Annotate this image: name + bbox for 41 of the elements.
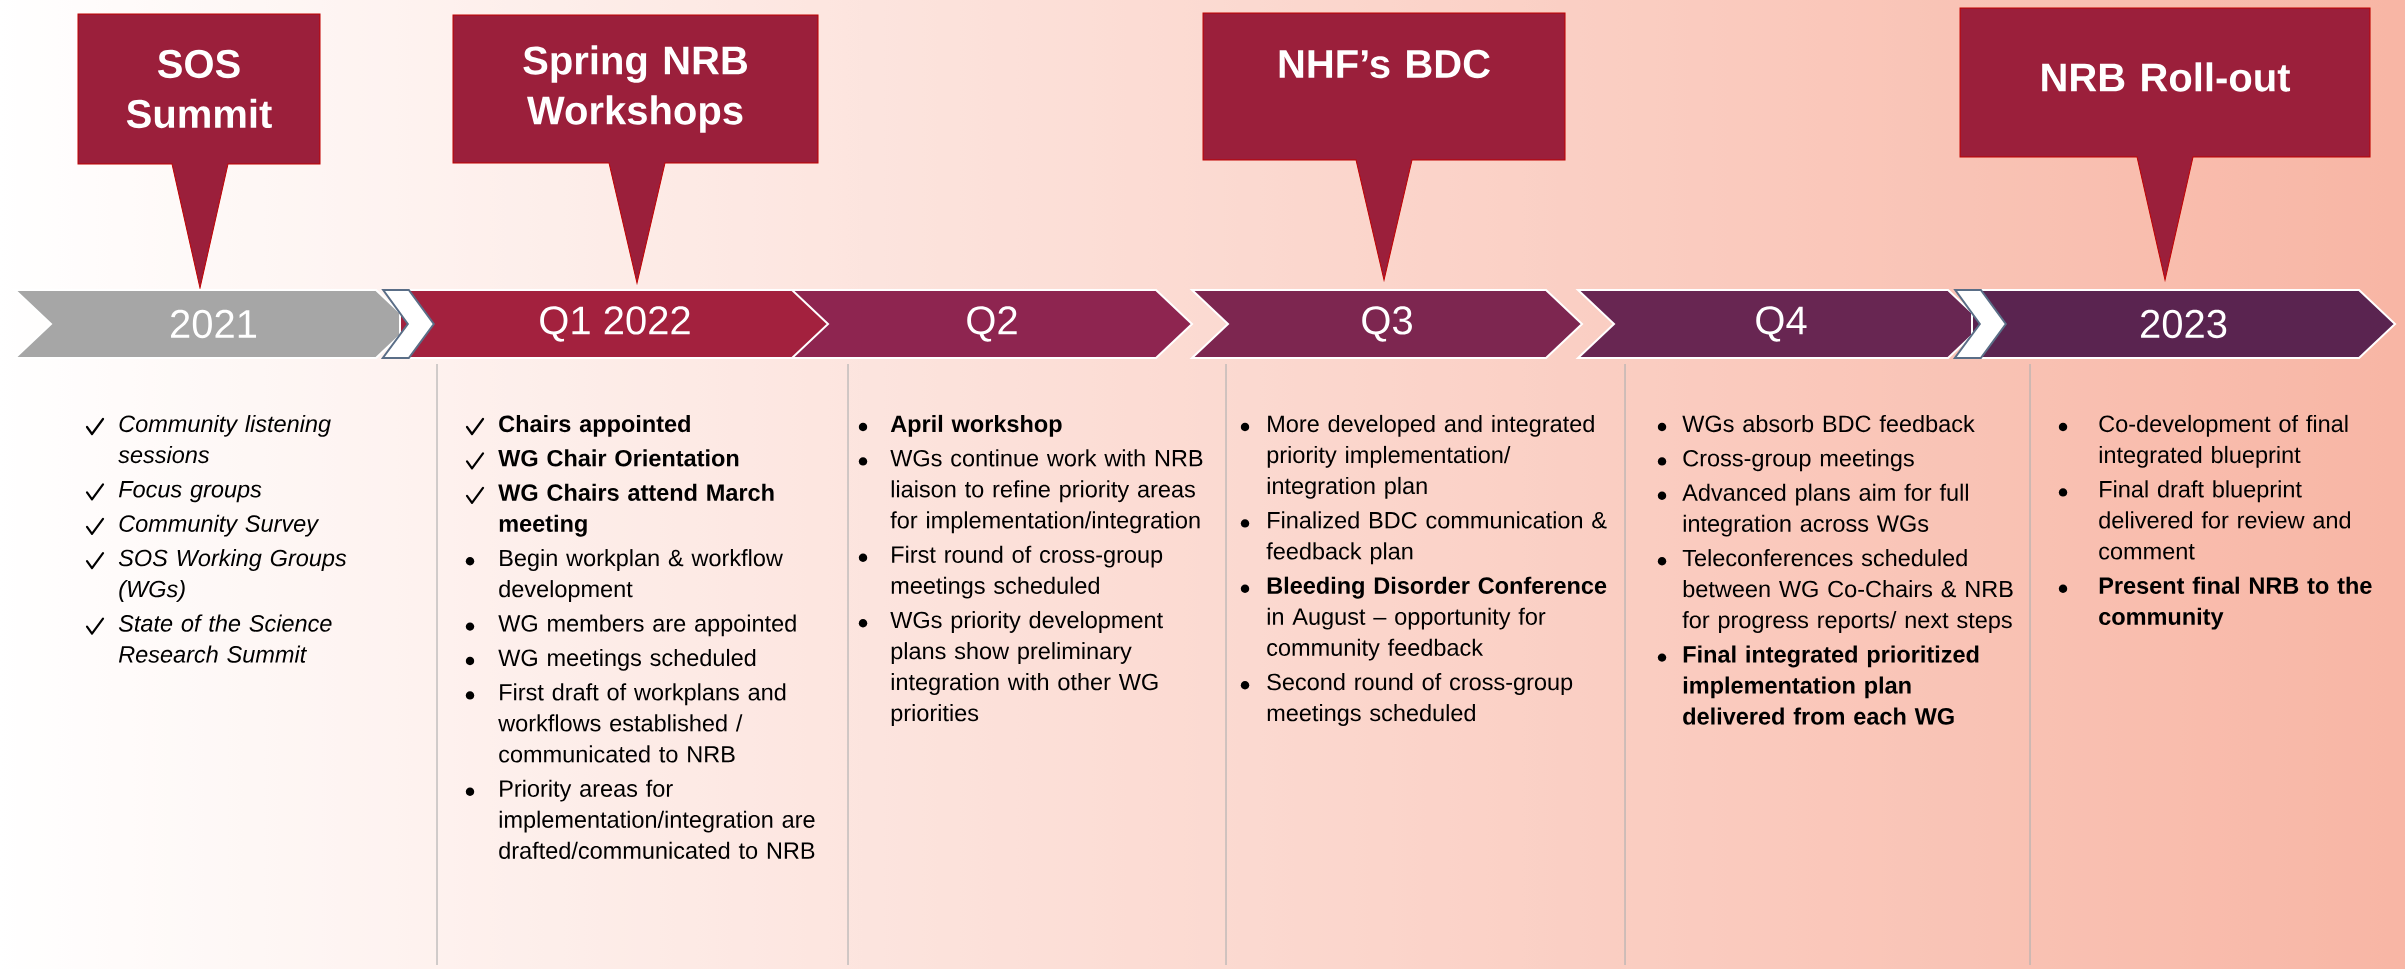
list-item: More developed and integrated priority implementation/ integration plan <box>1267 414 1594 499</box>
callout: SOS Summit <box>77 13 321 289</box>
list-item: WG Chairs attend March meeting <box>498 483 774 537</box>
separator-chevron <box>1952 289 2008 359</box>
list-item: Cross-group meetings <box>1683 449 1914 472</box>
callout: NHF’s BDC <box>1202 12 1566 281</box>
period-band: Q2 <box>789 289 1194 359</box>
list-item: WGs priority development plans show preliminary integration with other WG priorities <box>890 611 1163 726</box>
list-item: Advanced plans aim for full integration across WGs <box>1682 483 1968 537</box>
list-item: Community Survey <box>119 514 320 537</box>
list-item: State of the Science Research Summit <box>118 614 332 663</box>
list-item: Second round of cross-group meetings scheduled <box>1267 673 1573 726</box>
list-item: WGs absorb BDC feedback <box>1682 414 1975 433</box>
callout: NRB Roll-out <box>1959 7 2371 281</box>
list-item: WG meetings scheduled <box>498 648 756 671</box>
period-band: Q4 <box>1575 289 1986 359</box>
callout: Spring NRB Workshops <box>452 14 819 284</box>
list-item: WG Chair Orientation <box>498 449 739 467</box>
list-item: Community listening sessions <box>118 414 331 464</box>
list-item: First draft of workplans and workflows established / communicated to NRB <box>498 683 786 763</box>
list-item: Chairs appointed <box>499 414 690 437</box>
list-item: April workshop <box>890 414 1062 437</box>
list-item: Teleconferences scheduled between WG Co-Chairs & NRB for progress reports/ next steps <box>1682 549 2013 633</box>
list-item: Present final NRB to the community <box>2099 576 2372 630</box>
list-item: Final integrated prioritized implementation plan delivered from each WG <box>1683 645 1979 725</box>
list-item: Co-development of final integrated blueprint <box>2099 414 2348 468</box>
list-item: Bleeding Disorder Conference in August – opportunity for community feedback <box>1267 576 1607 661</box>
period-band: 2021 <box>12 289 414 359</box>
list-item: WG members are appointed <box>498 614 796 637</box>
list-item: Final draft blueprint delivered for review and comment <box>2099 480 2351 560</box>
period-band: 2023 <box>1971 289 2397 359</box>
separator-chevron <box>380 289 436 359</box>
list-item: Finalized BDC communication & feedback plan <box>1266 511 1607 565</box>
list-item: Focus groups <box>118 481 262 503</box>
list-item: Priority areas for implementation/integration are drafted/communicated to NRB <box>499 779 815 859</box>
list-item: Begin workplan & workflow development <box>499 549 783 602</box>
list-item: SOS Working Groups (WGs) <box>118 549 347 602</box>
period-band: Q1 2022 <box>399 289 832 359</box>
period-band: Q3 <box>1189 289 1584 359</box>
list-item: First round of cross-group meetings scheduled <box>891 545 1163 599</box>
list-item: WGs continue work with NRB liaison to refine priority areas for implementation/integration <box>890 449 1203 534</box>
